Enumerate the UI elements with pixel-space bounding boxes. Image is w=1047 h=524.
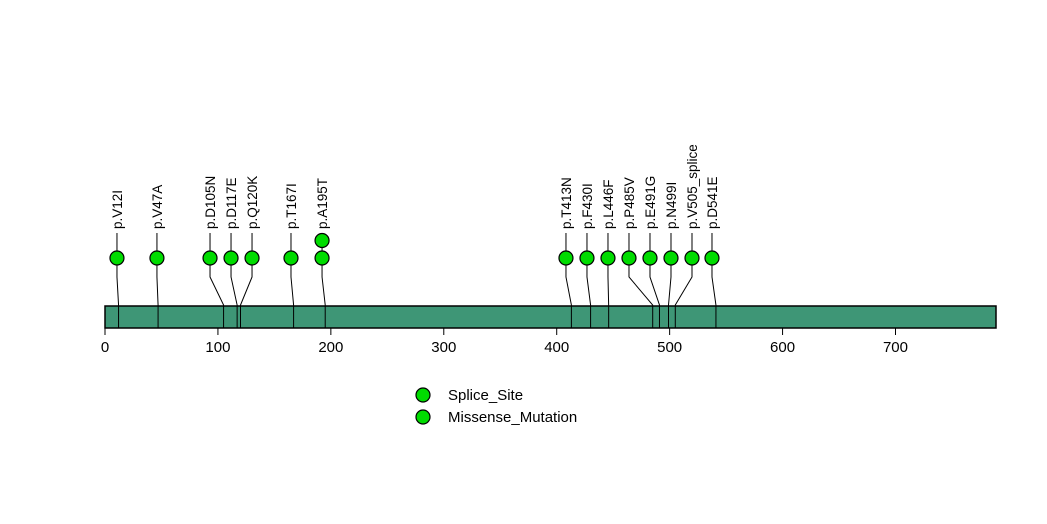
axis-tick-label: 300: [431, 339, 456, 356]
mutation-label: p.E491G: [643, 176, 658, 229]
lollipop-circle: [149, 250, 165, 266]
mutation-label: p.D117E: [224, 177, 239, 229]
axis-tick-label: 700: [883, 339, 908, 356]
lollipop-circle: [202, 250, 218, 266]
mutation-label: p.F430I: [580, 183, 595, 229]
legend-swatch-icon: [415, 387, 431, 403]
mutation-label: p.T167I: [284, 183, 299, 229]
lollipop-circle: [684, 250, 700, 266]
mutation-label: p.D541E: [705, 176, 720, 229]
lollipop-circle: [621, 250, 637, 266]
mutation-label: p.N499I: [664, 182, 679, 229]
axis-tick-label: 600: [770, 339, 795, 356]
legend-label: Missense_Mutation: [448, 409, 577, 426]
mutation-label: p.A195T: [315, 178, 330, 229]
lollipop-circle: [283, 250, 299, 266]
lollipop-circle: [600, 250, 616, 266]
lollipop-circle: [109, 250, 125, 266]
lollipop-circle: [314, 232, 330, 249]
lollipop-circle: [642, 250, 658, 266]
lollipop-circle: [579, 250, 595, 266]
mutation-label: p.D105N: [203, 176, 218, 229]
mutation-label: p.P485V: [622, 177, 637, 229]
legend-label: Splice_Site: [448, 387, 523, 404]
mutation-label: p.V47A: [150, 185, 165, 229]
lollipop-circle: [244, 250, 260, 266]
mutation-label: p.T413N: [559, 177, 574, 229]
axis-tick-label: 0: [101, 339, 109, 356]
protein-backbone: [104, 305, 997, 329]
lollipop-circle: [663, 250, 679, 266]
mutation-label: p.L446F: [601, 179, 616, 229]
axis-tick-label: 500: [657, 339, 682, 356]
mutation-label: p.V12I: [110, 190, 125, 229]
lollipop-circle: [223, 250, 239, 266]
mutation-label: p.Q120K: [245, 176, 260, 229]
legend-swatch-icon: [415, 409, 431, 425]
lollipop-circle: [704, 250, 720, 266]
axis-tick-label: 100: [205, 339, 230, 356]
axis-tick-label: 200: [318, 339, 343, 356]
axis-tick-label: 400: [544, 339, 569, 356]
lollipop-circle: [314, 250, 330, 266]
lollipop-circle: [558, 250, 574, 266]
mutation-label: p.V505_splice: [685, 144, 700, 229]
